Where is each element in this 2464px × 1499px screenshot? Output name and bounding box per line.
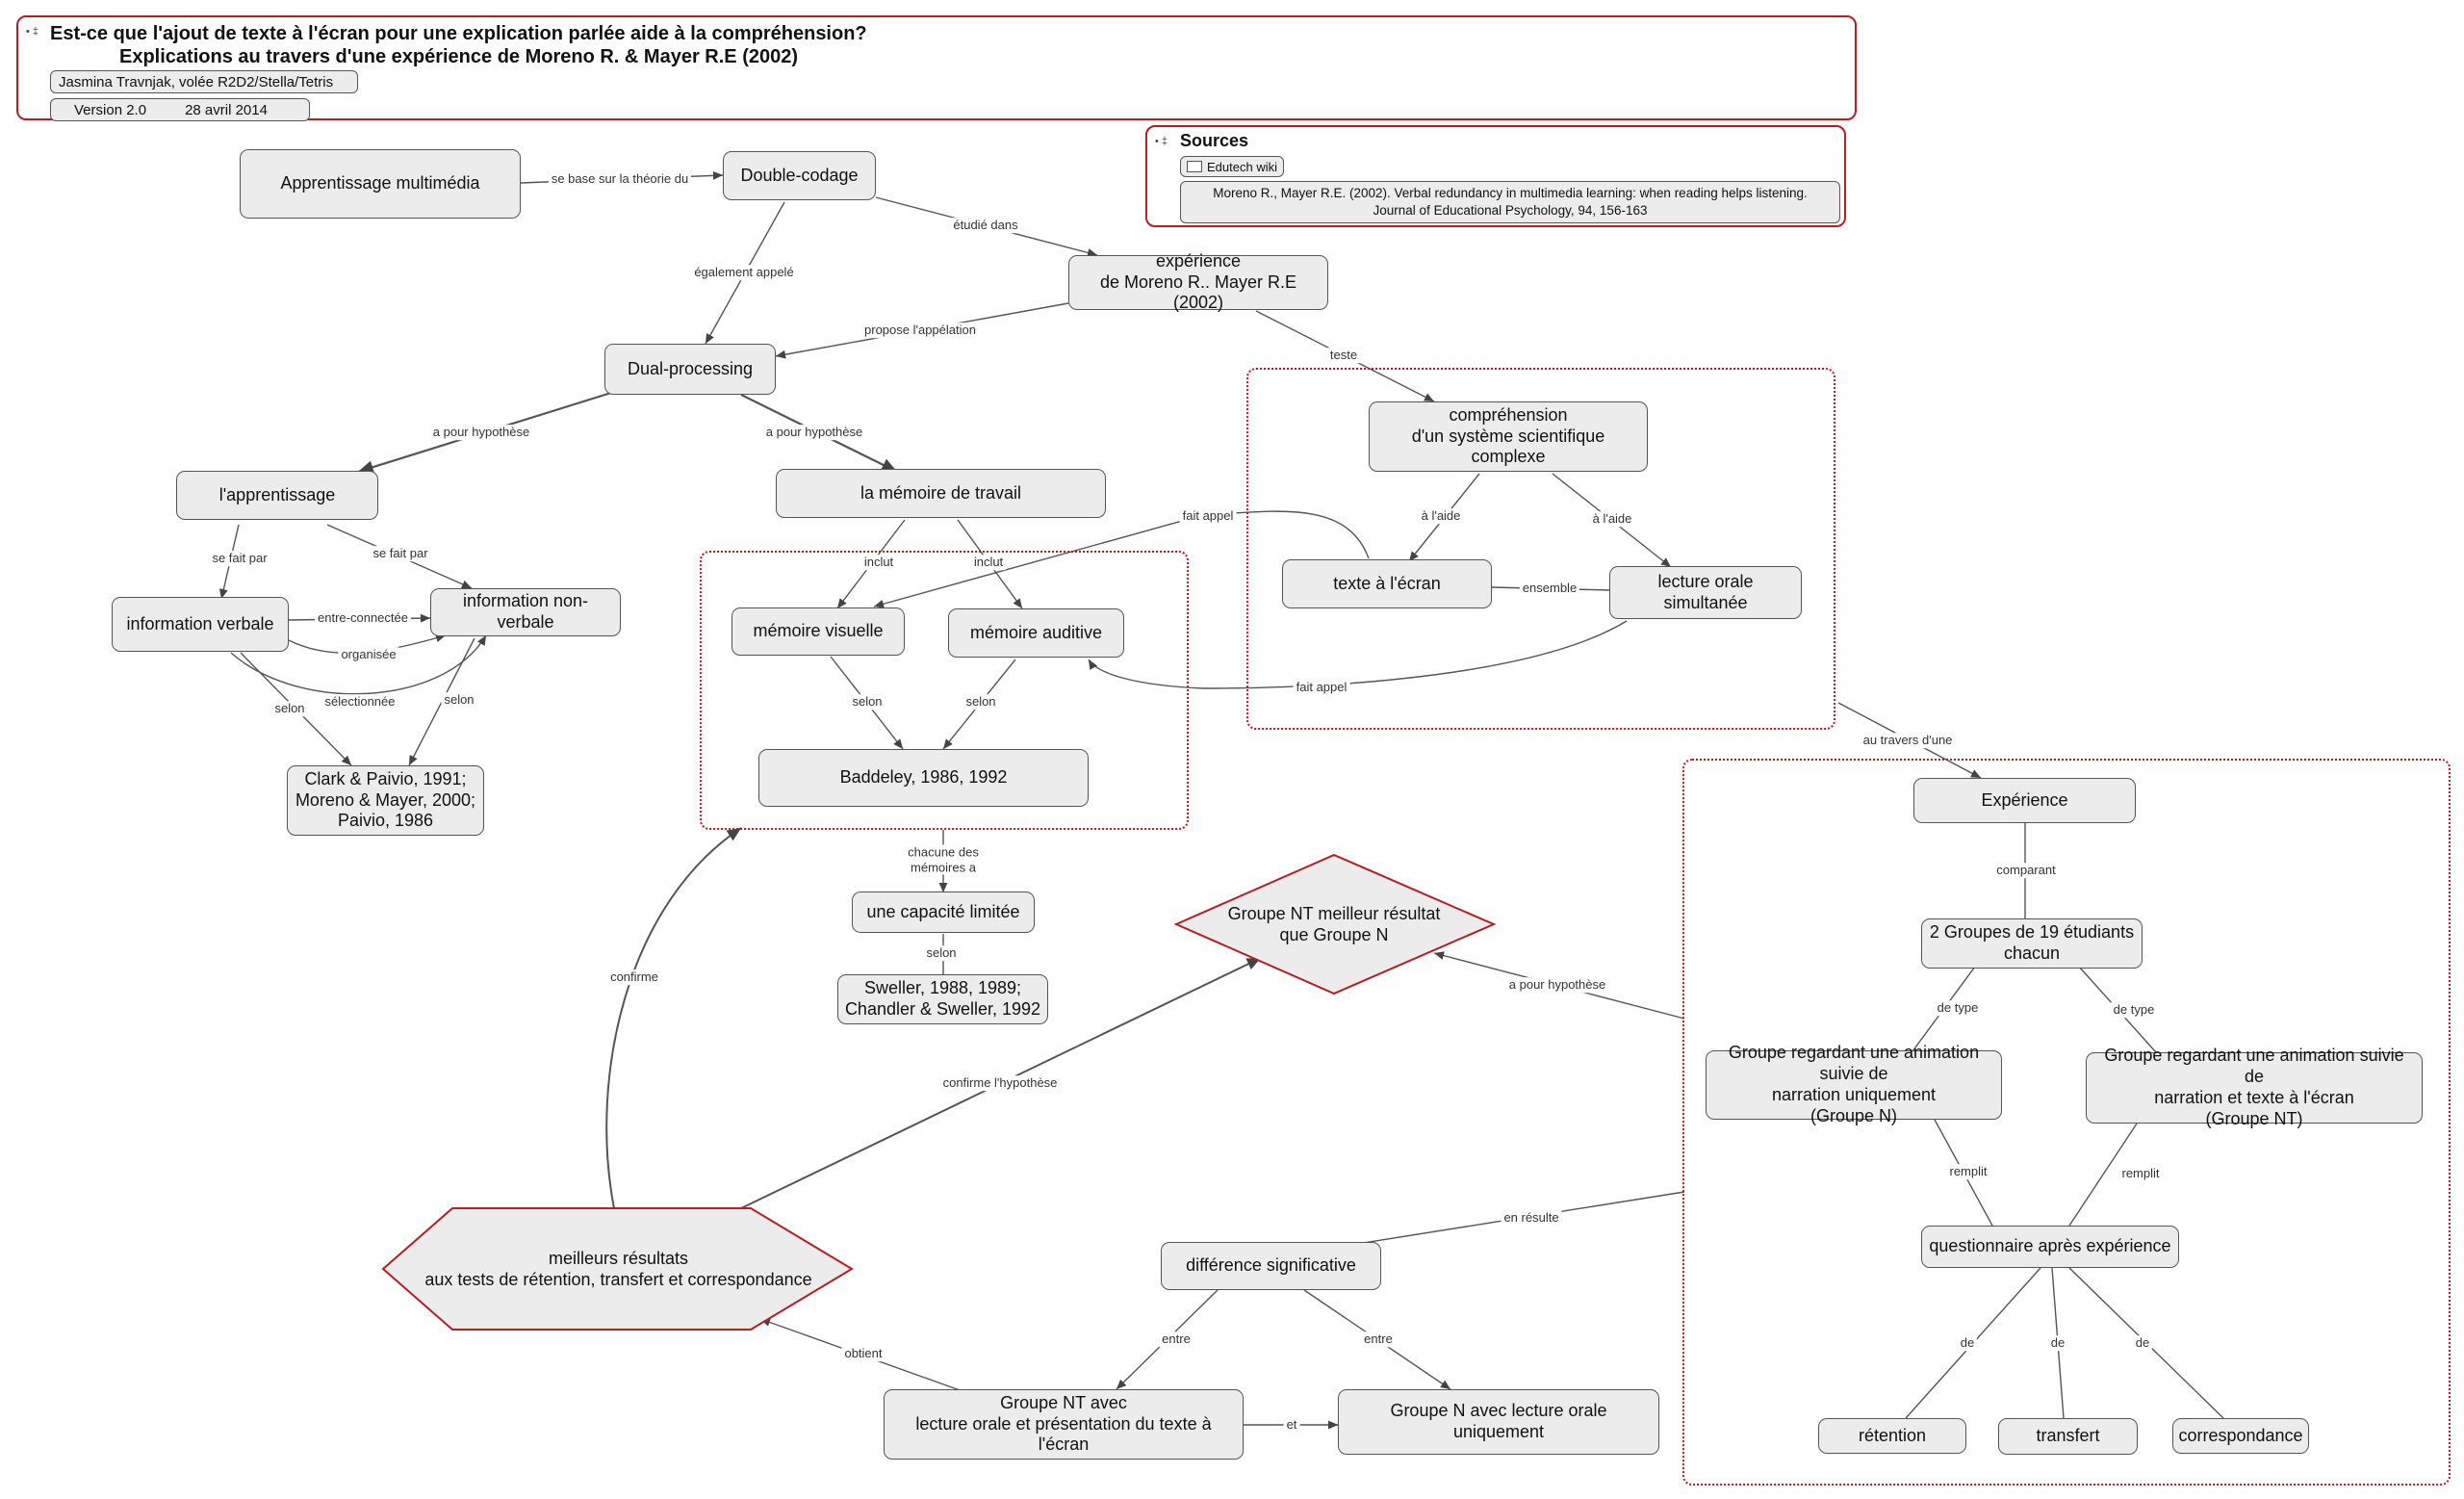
- group-experiment-test: [1246, 368, 1835, 730]
- node-transfert[interactable]: transfert: [1998, 1418, 2138, 1455]
- node-meilleurs-resultats[interactable]: meilleurs résultats aux tests de rétenti…: [424, 1248, 812, 1290]
- node-texte-ecran[interactable]: texte à l'écran: [1282, 559, 1492, 608]
- label-selectionnee: sélectionnée: [321, 694, 398, 710]
- node-baddeley[interactable]: Baddeley, 1986, 1992: [758, 749, 1089, 807]
- author-box: Jasmina Travnjak, volée R2D2/Stella/Tetr…: [50, 70, 358, 93]
- sources-panel: • ‡ Sources Edutech wiki Moreno R., Maye…: [1145, 125, 1846, 227]
- label-de1: de: [1957, 1335, 1978, 1351]
- node-apprentissage[interactable]: l'apprentissage: [176, 471, 378, 520]
- label-hyp3: a pour hypothèse: [1505, 977, 1609, 993]
- node-questionnaire[interactable]: questionnaire après expérience: [1921, 1226, 2179, 1268]
- node-apprentissage-multimedia[interactable]: Apprentissage multimédia: [240, 149, 521, 219]
- node-retention[interactable]: rétention: [1818, 1418, 1966, 1454]
- sources-title: Sources: [1180, 131, 1249, 150]
- node-dual-processing[interactable]: Dual-processing: [604, 344, 776, 395]
- label-teste: teste: [1326, 348, 1361, 363]
- version-label: Version 2.0: [74, 101, 147, 118]
- diamond-shape: [1173, 853, 1497, 995]
- edutech-wiki-label: Edutech wiki: [1207, 159, 1277, 174]
- date-label: 28 avril 2014: [185, 101, 268, 118]
- header-collapse-icon[interactable]: • ‡: [26, 26, 39, 38]
- label-organisee: organisée: [338, 647, 399, 662]
- node-deux-groupes[interactable]: 2 Groupes de 19 étudiants chacun: [1921, 918, 2143, 969]
- node-comprehension[interactable]: compréhension d'un système scientifique …: [1369, 401, 1648, 472]
- node-groupe-n-avec[interactable]: Groupe N avec lecture orale uniquement: [1338, 1389, 1659, 1455]
- header-panel: • ‡ Est-ce que l'ajout de texte à l'écra…: [16, 15, 1857, 121]
- node-memoire-travail[interactable]: la mémoire de travail: [776, 469, 1106, 518]
- label-etudie-dans: étudié dans: [950, 218, 1021, 233]
- group-memory-types: [700, 551, 1189, 830]
- label-a-laide1: à l'aide: [1418, 508, 1464, 524]
- node-sweller[interactable]: Sweller, 1988, 1989; Chandler & Sweller,…: [837, 974, 1048, 1024]
- label-confirme-hyp: confirme l'hypothèse: [939, 1075, 1061, 1091]
- label-se-base: se base sur la théorie du: [548, 171, 692, 187]
- sources-collapse-icon[interactable]: • ‡: [1155, 136, 1168, 147]
- label-se-fait-par2: se fait par: [370, 546, 431, 561]
- label-de-type2: de type: [2110, 1002, 2158, 1018]
- reference-box: Moreno R., Mayer R.E. (2002). Verbal red…: [1180, 181, 1840, 223]
- hexagon-shape: [381, 1207, 854, 1331]
- node-groupe-nt-meilleur[interactable]: Groupe NT meilleur résultat que Groupe N: [1227, 903, 1441, 945]
- node-groupe-nt-avec[interactable]: Groupe NT avec lecture orale et présenta…: [884, 1389, 1244, 1460]
- label-entre2: entre: [1361, 1331, 1396, 1347]
- label-remplit1: remplit: [1946, 1164, 1990, 1179]
- label-inclut1: inclut: [860, 555, 897, 570]
- label-a-laide2: à l'aide: [1589, 511, 1635, 527]
- label-ensemble: ensemble: [1519, 581, 1580, 596]
- node-info-non-verbale[interactable]: information non-verbale: [430, 588, 621, 636]
- label-fait-appel1: fait appel: [1179, 508, 1237, 524]
- edge-selectionnee: [230, 634, 487, 695]
- label-selon2: selon: [441, 692, 477, 708]
- label-en-resulte: en résulte: [1501, 1210, 1562, 1226]
- node-groupe-nt[interactable]: Groupe regardant une animation suivie de…: [2086, 1046, 2423, 1128]
- label-confirme: confirme: [607, 969, 661, 985]
- label-au-travers: au travers d'une: [1860, 733, 1956, 748]
- node-info-verbale[interactable]: information verbale: [112, 597, 289, 652]
- node-capacite[interactable]: une capacité limitée: [852, 892, 1035, 933]
- label-fait-appel2: fait appel: [1293, 680, 1350, 695]
- label-entre-connectee: entre-connectée: [315, 610, 411, 626]
- label-chacune: chacune des mémoires a: [905, 844, 982, 875]
- label-propose: propose l'appélation: [861, 323, 979, 338]
- page-title-line1: Est-ce que l'ajout de texte à l'écran po…: [50, 23, 867, 44]
- label-se-fait-par1: se fait par: [209, 551, 270, 566]
- label-hyp2: a pour hypothèse: [762, 425, 866, 440]
- label-egalement-appele: également appelé: [691, 265, 797, 280]
- label-hyp1: a pour hypothèse: [429, 425, 533, 440]
- label-comparant: comparant: [1993, 863, 2059, 878]
- label-selon1: selon: [271, 701, 308, 716]
- node-double-codage[interactable]: Double-codage: [723, 151, 876, 200]
- node-groupe-n[interactable]: Groupe regardant une animation suivie de…: [1706, 1043, 2002, 1125]
- label-inclut2: inclut: [970, 555, 1007, 570]
- group-experience-detail: [1682, 759, 2451, 1486]
- edge-fait-appel2: [1088, 620, 1628, 689]
- label-obtient: obtient: [841, 1346, 886, 1361]
- label-entre1: entre: [1159, 1331, 1194, 1347]
- edge-remplit2: [2068, 1123, 2138, 1227]
- label-selon4: selon: [962, 694, 999, 710]
- label-de-type1: de type: [1934, 1000, 1982, 1016]
- node-experience[interactable]: Expérience: [1913, 778, 2136, 823]
- label-de2: de: [2047, 1335, 2068, 1351]
- label-selon5: selon: [923, 945, 960, 961]
- edutech-wiki-link[interactable]: Edutech wiki: [1180, 156, 1284, 177]
- node-memoire-auditive[interactable]: mémoire auditive: [948, 608, 1124, 658]
- node-clark[interactable]: Clark & Paivio, 1991; Moreno & Mayer, 20…: [287, 765, 484, 836]
- node-memoire-visuelle[interactable]: mémoire visuelle: [732, 607, 905, 656]
- node-correspondance[interactable]: correspondance: [2172, 1418, 2309, 1454]
- node-lecture-orale[interactable]: lecture orale simultanée: [1609, 566, 1802, 619]
- label-remplit2: remplit: [2118, 1166, 2163, 1181]
- version-box: Version 2.0 28 avril 2014: [50, 98, 310, 121]
- edge-confirme: [605, 827, 742, 1209]
- node-experience-moreno[interactable]: expérience de Moreno R.. Mayer R.E (2002…: [1068, 251, 1328, 312]
- label-et: et: [1283, 1417, 1300, 1433]
- link-icon: [1187, 161, 1202, 172]
- label-selon3: selon: [849, 694, 886, 710]
- node-difference[interactable]: différence significative: [1161, 1242, 1381, 1290]
- page-title-line2: Explications au travers d'une expérience…: [119, 46, 798, 67]
- label-de3: de: [2132, 1335, 2153, 1351]
